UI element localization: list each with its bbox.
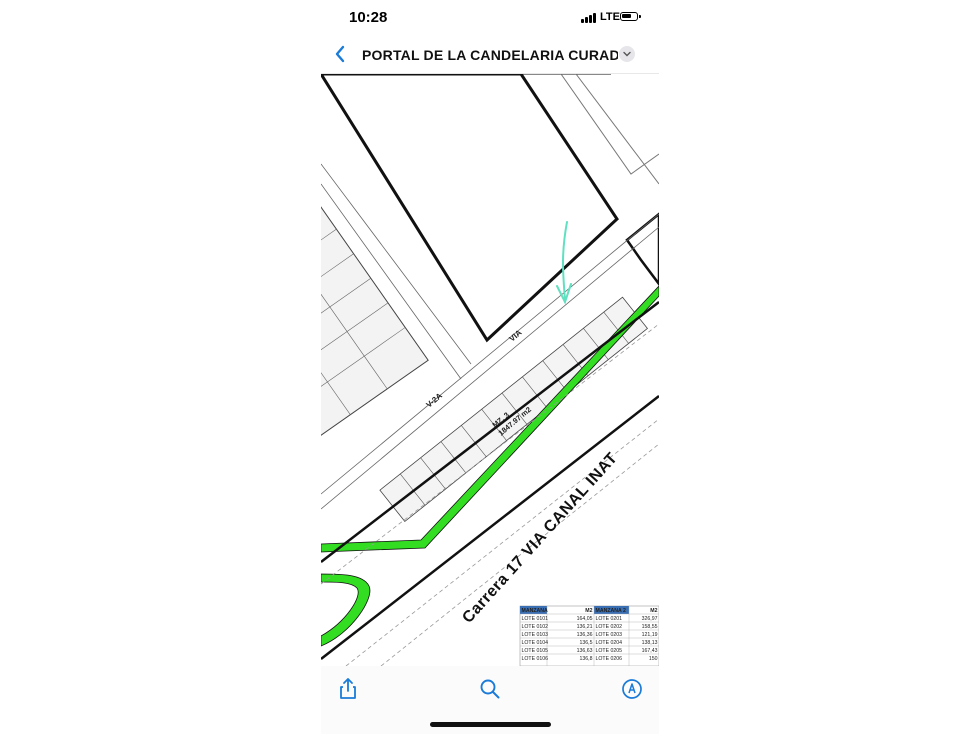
share-button[interactable] bbox=[335, 676, 361, 702]
phone-screen: 10:28 LTE PORTAL DE LA CANDELARIA CURAD.… bbox=[321, 0, 659, 734]
table-header-cell: MANZANA 2 bbox=[596, 608, 626, 614]
status-bar: 10:28 LTE bbox=[321, 0, 659, 36]
back-button[interactable] bbox=[329, 42, 353, 66]
green-curve bbox=[321, 573, 371, 647]
table-cell: 164,05 bbox=[577, 616, 593, 622]
network-type: LTE bbox=[600, 11, 620, 23]
signal-icon bbox=[581, 13, 599, 23]
search-button[interactable] bbox=[477, 676, 503, 702]
table-cell: 136,63 bbox=[577, 648, 593, 654]
markup-button[interactable] bbox=[619, 676, 645, 702]
table-cell: LOTE 0204 bbox=[596, 640, 623, 646]
table-cell: LOTE 0201 bbox=[596, 616, 623, 622]
navigation-bar: PORTAL DE LA CANDELARIA CURAD... bbox=[321, 36, 659, 74]
document-title[interactable]: PORTAL DE LA CANDELARIA CURAD... bbox=[362, 47, 618, 63]
table-cell: LOTE 0102 bbox=[522, 624, 549, 630]
chevron-left-icon bbox=[335, 45, 345, 63]
table-cell: 167,43 bbox=[642, 648, 658, 654]
table-cell: 121,19 bbox=[642, 632, 658, 638]
green-strip bbox=[321, 285, 659, 553]
table-cell: LOTE 0202 bbox=[596, 624, 623, 630]
table-header-cell: M2 bbox=[650, 608, 657, 614]
upper-left-lots bbox=[321, 179, 429, 442]
markup-icon bbox=[622, 679, 642, 699]
table-cell: LOTE 0103 bbox=[522, 632, 549, 638]
table-cell: LOTE 0106 bbox=[522, 656, 549, 662]
arrow-annotation bbox=[556, 221, 572, 305]
table-cell: 136,8 bbox=[580, 656, 593, 662]
table-cell: 158,55 bbox=[642, 624, 658, 630]
table-cell: 136,5 bbox=[580, 640, 593, 646]
home-indicator bbox=[430, 722, 551, 727]
status-time: 10:28 bbox=[349, 9, 388, 26]
site-plan-image[interactable]: VIA V-2A MZ. 3 1847.97 m2 Carrera 17 VIA… bbox=[321, 72, 659, 667]
upper-right-lines bbox=[560, 73, 659, 185]
table-cell: LOTE 0206 bbox=[596, 656, 623, 662]
table-header-cell: MANZANA bbox=[522, 608, 548, 614]
table-cell: 150 bbox=[649, 656, 658, 662]
table-cell: LOTE 0101 bbox=[522, 616, 549, 622]
table-cell: 136,21 bbox=[577, 624, 593, 630]
battery-icon bbox=[620, 12, 641, 21]
table-cell: LOTE 0203 bbox=[596, 632, 623, 638]
share-icon bbox=[340, 678, 356, 699]
road-lines bbox=[321, 163, 659, 510]
table-cell: LOTE 0104 bbox=[522, 640, 549, 646]
table-cell: LOTE 0105 bbox=[522, 648, 549, 654]
main-road bbox=[321, 301, 659, 667]
table-header-cell: M2 bbox=[585, 608, 592, 614]
table-cell: LOTE 0205 bbox=[596, 648, 623, 654]
table-cell: 326,97 bbox=[642, 616, 658, 622]
title-menu-button[interactable] bbox=[619, 46, 635, 62]
chevron-down-icon bbox=[623, 51, 631, 57]
table-cell: 138,13 bbox=[642, 640, 658, 646]
search-icon bbox=[480, 679, 500, 699]
table-cell: 136,36 bbox=[577, 632, 593, 638]
